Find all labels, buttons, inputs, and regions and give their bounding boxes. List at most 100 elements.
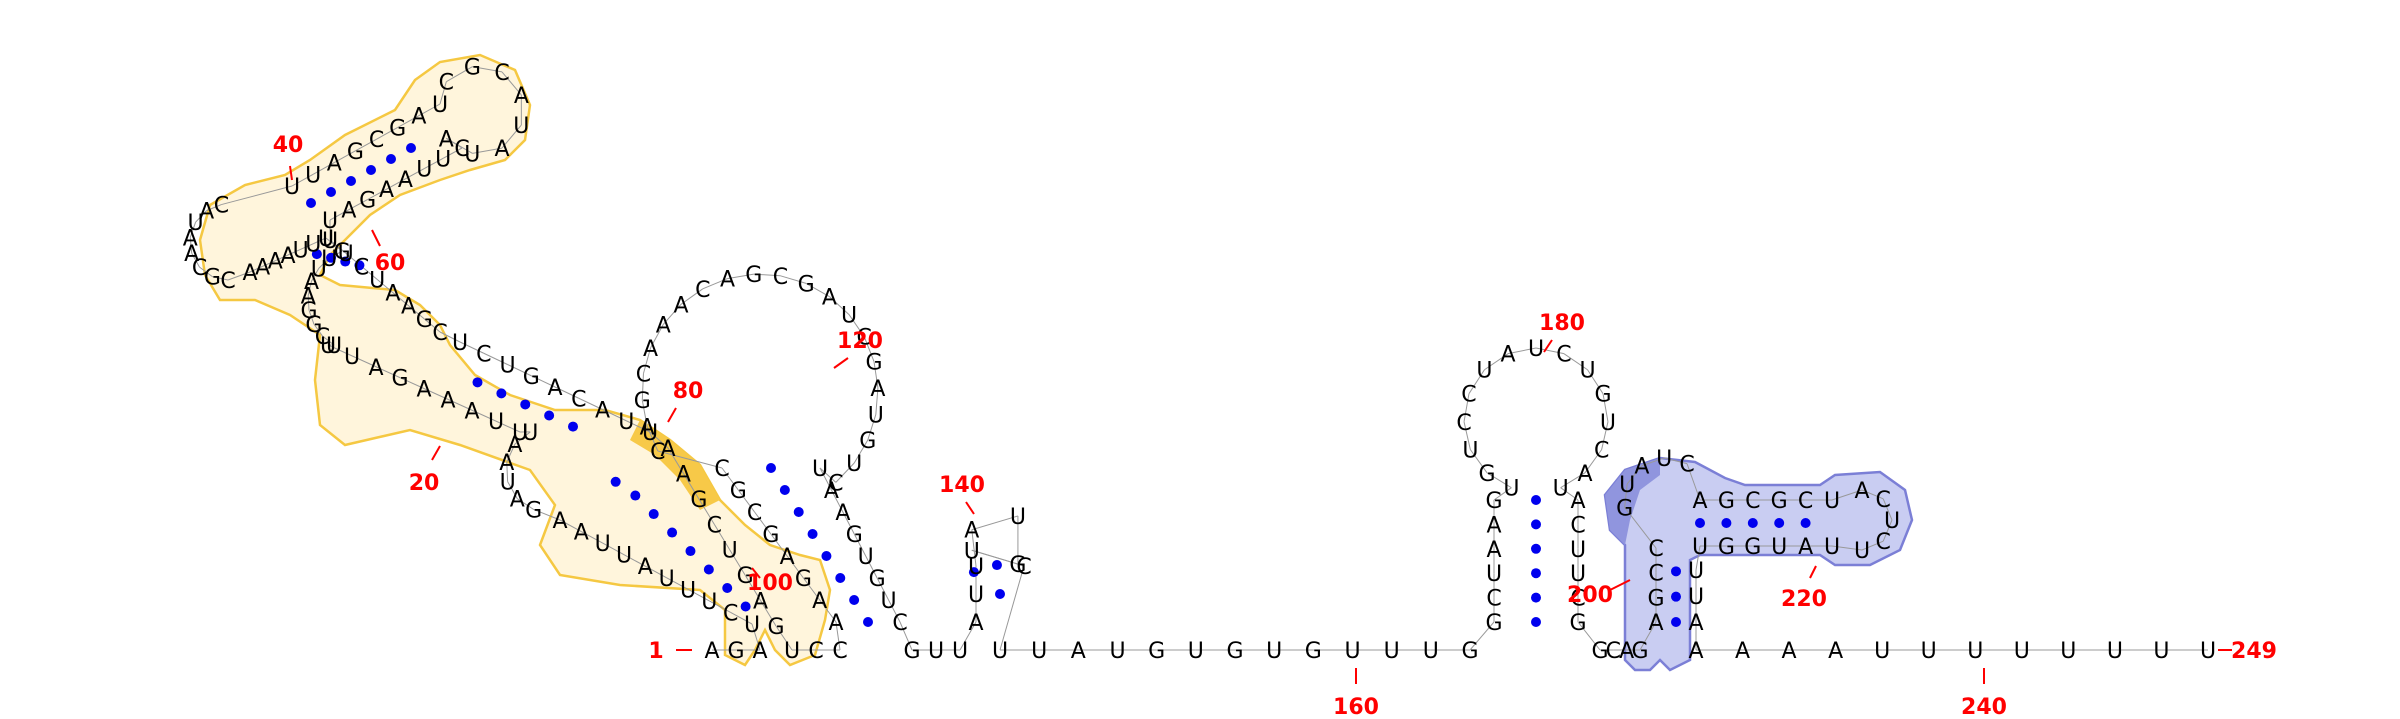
backbone-segment [501, 124, 522, 149]
backbone-segment [729, 549, 746, 576]
backbone-segment [1469, 621, 1495, 651]
backbone-segment [501, 71, 522, 96]
nucleotide: C [214, 194, 229, 219]
base-pair-dot [610, 476, 621, 487]
nucleotide: A [398, 168, 413, 193]
label-200: 200 [1567, 583, 1613, 608]
base-pair-dot [1721, 518, 1732, 528]
nucleotide: U [188, 211, 204, 236]
position-tick [833, 357, 849, 369]
base-pair-dot [1695, 518, 1705, 528]
nucleotide: C [773, 265, 788, 290]
position-tick [667, 407, 677, 423]
nucleotide: C [695, 278, 710, 303]
nucleotide: U [326, 334, 342, 359]
backbone-segment [376, 126, 398, 140]
nucleotide: G [1305, 639, 1322, 664]
backbone-segment [770, 533, 788, 557]
backbone-segment [275, 254, 289, 262]
backbone-segment [666, 577, 689, 590]
nucleotide: C [1461, 383, 1476, 408]
backbone-segment [1577, 621, 1601, 651]
nucleotide: A [1486, 513, 1501, 538]
yellow-domain-accent [630, 420, 720, 510]
backbone-segment [1601, 421, 1609, 450]
nucleotide: U [964, 539, 980, 564]
base-pair-dot [366, 165, 376, 175]
base-pair-dot [520, 399, 531, 410]
nucleotide: U [369, 268, 385, 293]
nucleotide: G [204, 266, 221, 291]
backbone-segment [325, 237, 343, 252]
backbone-segment [1664, 457, 1688, 465]
backbone-segment [472, 66, 503, 73]
nucleotide: A [304, 270, 319, 295]
backbone-segment [971, 515, 1019, 531]
nucleotide: G [391, 367, 408, 392]
nucleotide: A [1692, 489, 1707, 514]
nucleotide: G [1771, 489, 1788, 514]
nucleotide: U [1188, 639, 1204, 664]
base-pair-dot [354, 260, 365, 271]
nucleotide: C [315, 325, 330, 350]
backbone-segment [1463, 421, 1471, 450]
nucleotide: A [1577, 462, 1592, 487]
nucleotide: A [327, 152, 342, 177]
nucleotide: G [869, 567, 886, 592]
nucleotide: C [476, 342, 491, 367]
label-80: 80 [673, 379, 704, 404]
backbone-segment [888, 599, 901, 623]
backbone-segment [853, 439, 869, 464]
start-label: 1 [648, 639, 663, 664]
backbone-segment [1861, 489, 1884, 500]
base-pair-dot [995, 589, 1005, 599]
nucleotide: C [1679, 453, 1694, 478]
base-pair-dot [740, 601, 751, 612]
nucleotide: A [595, 399, 610, 424]
nucleotide: A [1782, 639, 1797, 664]
base-pair-dot [1531, 543, 1541, 554]
nucleotide: U [284, 175, 300, 200]
nucleotide: U [680, 578, 696, 603]
base-pair-dot [1531, 592, 1541, 603]
nucleotide: A [401, 295, 416, 320]
base-pair-dot [306, 198, 316, 208]
base-pair-dot [1671, 617, 1681, 627]
backbone-segment [507, 481, 518, 499]
nucleotide: U [952, 639, 968, 664]
nucleotide: U [305, 233, 321, 258]
backbone-segment [189, 222, 197, 238]
nucleotide: G [389, 116, 406, 141]
base-pair-dot [703, 564, 714, 575]
nucleotide: C [1594, 439, 1609, 464]
nucleotide: U [841, 304, 857, 329]
position-tick [431, 445, 441, 461]
nucleotide: U [318, 227, 334, 252]
nucleotide: U [305, 163, 321, 188]
backbone-segment [418, 103, 441, 117]
base-pair-dot [326, 252, 337, 263]
nucleotide: G [737, 564, 754, 589]
backbone-segment [227, 271, 251, 281]
backbone-segment [805, 282, 830, 297]
backbone-segment [397, 115, 420, 128]
base-pair-dot [311, 249, 322, 260]
backbone-segment [863, 336, 875, 362]
backbone-segment [1602, 393, 1609, 422]
label-100: 100 [747, 571, 793, 596]
position-tick [289, 165, 293, 181]
label-20: 20 [409, 471, 440, 496]
nucleotide: G [767, 615, 784, 640]
backbone-segment [1507, 347, 1537, 355]
backbone-lines [189, 66, 2208, 651]
nucleotide: C [1648, 537, 1663, 562]
backbone-segment [1882, 519, 1893, 542]
base-pair-dot [667, 527, 678, 538]
nucleotide: U [500, 471, 516, 496]
backbone-segment [626, 420, 651, 433]
backbone-segment [649, 431, 669, 449]
base-pair-dot [1671, 566, 1681, 577]
nucleotide: C [354, 255, 369, 280]
